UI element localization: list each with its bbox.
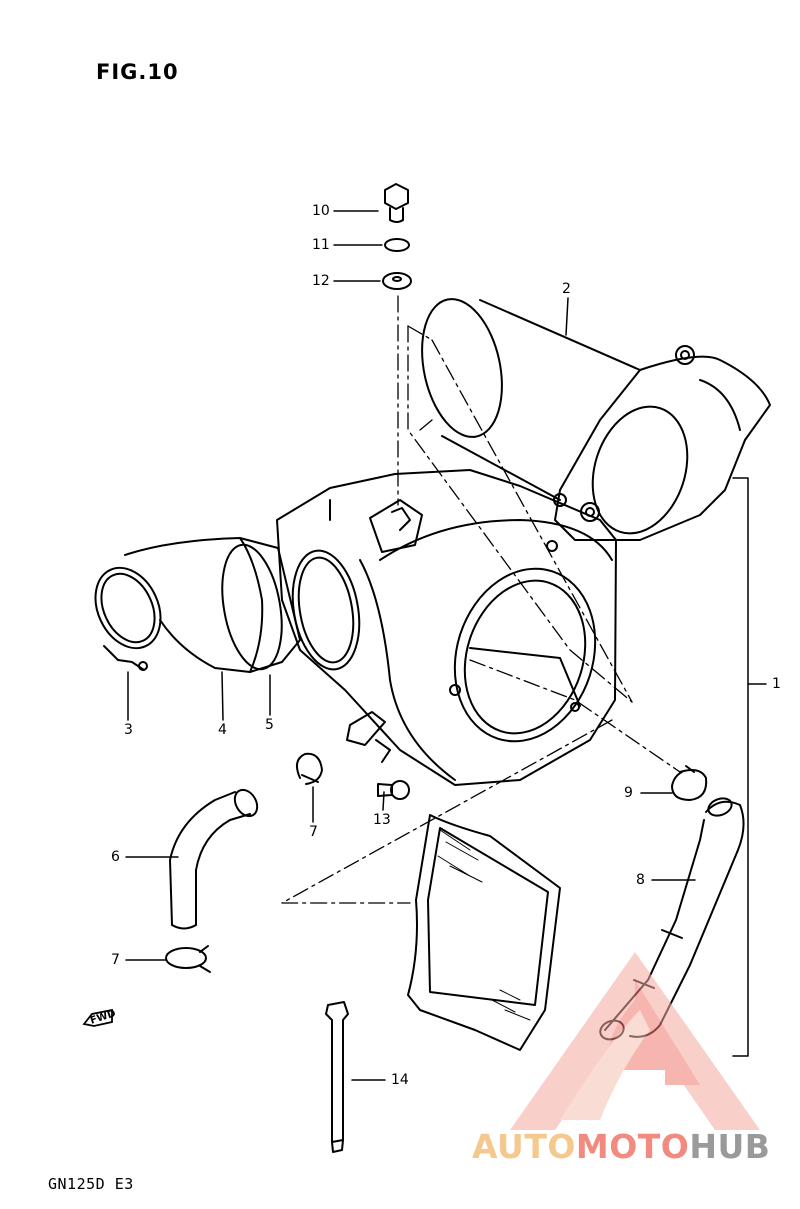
clamp-9 <box>671 765 708 801</box>
screw-part <box>377 780 410 800</box>
hose-clip-upper <box>295 752 323 785</box>
callout-2: 2 <box>562 281 571 297</box>
model-code: GN125D E3 <box>48 1175 134 1193</box>
callout-4: 4 <box>218 722 227 738</box>
drain-hose <box>169 788 259 930</box>
callout-12: 12 <box>312 273 330 289</box>
forward-arrow-icon: FWD <box>82 1008 117 1030</box>
watermark-part-moto: MOTO <box>575 1127 690 1166</box>
callout-3: 3 <box>124 722 133 738</box>
callout-6: 6 <box>111 849 120 865</box>
callout-8: 8 <box>636 872 645 888</box>
strap-part <box>325 1001 349 1153</box>
lock-washer-part <box>384 238 410 252</box>
callout-9: 9 <box>624 785 633 801</box>
figure-title: FIG.10 <box>96 60 179 84</box>
connecting-tube <box>124 537 301 673</box>
watermark-part-hub: HUB <box>689 1127 771 1166</box>
filter-element <box>421 298 771 541</box>
callout-7-lower: 7 <box>111 952 120 968</box>
assembly-dash-lines <box>281 295 681 904</box>
callout-14: 14 <box>391 1072 409 1088</box>
watermark-logo-shape <box>510 952 760 1130</box>
hose-clip-lower <box>165 945 211 973</box>
callout-1: 1 <box>772 676 781 692</box>
leader-lines <box>125 210 696 1081</box>
callout-11: 11 <box>312 237 330 253</box>
bolt-part <box>384 183 409 223</box>
callout-10: 10 <box>312 203 330 219</box>
assembly-bracket <box>732 477 749 1057</box>
callout-5: 5 <box>265 717 274 733</box>
seal-ring <box>291 549 361 671</box>
air-cleaner-case <box>276 469 617 786</box>
callout-13: 13 <box>373 812 391 828</box>
washer-part <box>382 272 412 290</box>
watermark-text: AUTOMOTOHUB <box>472 1127 770 1166</box>
clamp-part <box>94 566 162 671</box>
callout-7-upper: 7 <box>309 824 318 840</box>
sponge-plate <box>407 814 561 1051</box>
watermark-part-auto: AUTO <box>472 1127 576 1166</box>
